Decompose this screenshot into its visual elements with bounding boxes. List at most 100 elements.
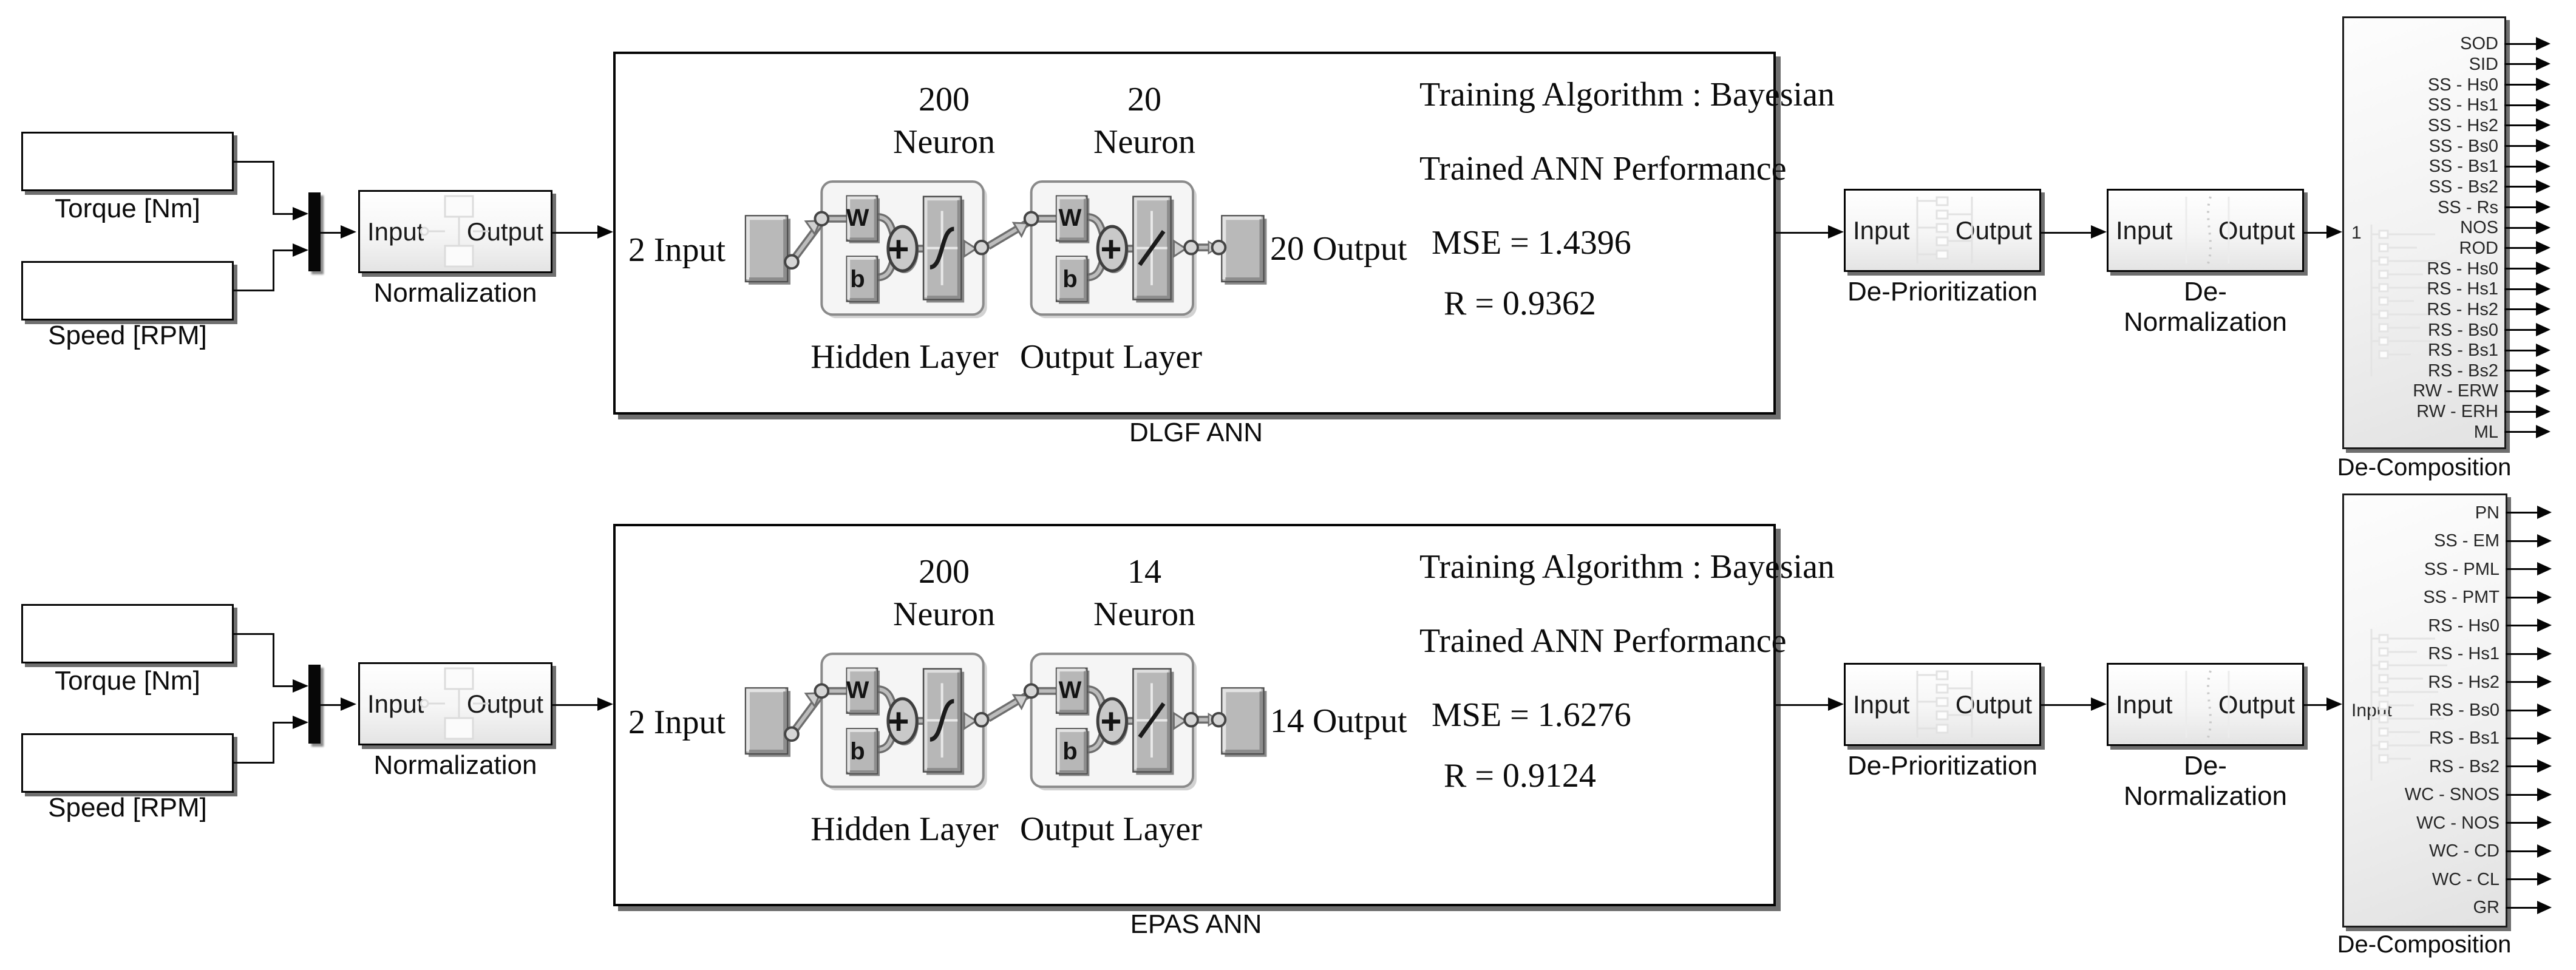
output-neuron-count: 14 — [1127, 553, 1161, 591]
wire-arrowhead-icon — [597, 697, 613, 711]
decomposition-port-label: RS - Bs1 — [2428, 728, 2500, 748]
signal-wire[interactable] — [2041, 704, 2092, 706]
wire-arrowhead-icon — [597, 225, 613, 239]
output-port-arrow-icon — [2504, 384, 2551, 398]
signal-wire[interactable] — [234, 161, 274, 163]
signal-wire[interactable] — [273, 685, 293, 687]
signal-wire[interactable] — [273, 722, 274, 764]
output-port-arrow-icon — [2506, 872, 2552, 886]
hidden-neuron-word: Neuron — [893, 123, 995, 161]
decomposition-port-row: RS - Hs2 — [2344, 668, 2552, 696]
input-port-label: Input — [2116, 215, 2173, 245]
decomposition-port-label: SS - Bs1 — [2428, 157, 2498, 177]
signal-wire[interactable] — [273, 161, 274, 215]
wire-arrowhead-icon — [1828, 225, 1844, 239]
input-port-label: Input — [1853, 690, 1910, 719]
decomposition-port-label: SS - EM — [2434, 531, 2500, 551]
mux-block[interactable] — [308, 665, 321, 744]
signal-wire[interactable] — [321, 704, 342, 706]
denormalization-block[interactable]: Input Output — [2107, 663, 2304, 746]
decomposition-port-label: RS - Hs1 — [2427, 279, 2498, 299]
deprioritization-block[interactable]: Input Output — [1844, 189, 2041, 272]
output-port-arrow-icon — [2506, 759, 2552, 773]
decomposition-port-row: SS - Rs — [2344, 197, 2551, 218]
decomposition-port-label: NOS — [2460, 218, 2498, 238]
normalization-block[interactable]: Input Output — [358, 190, 552, 273]
output-port-arrow-icon — [2506, 534, 2552, 548]
signal-wire[interactable] — [1775, 704, 1829, 706]
speed-block-label[interactable]: Speed [RPM] — [48, 321, 207, 350]
output-port-arrow-icon — [2506, 900, 2552, 914]
output-port-arrow-icon — [2506, 562, 2552, 576]
torque-source-block[interactable] — [21, 132, 234, 191]
output-port-arrow-icon — [2504, 302, 2551, 316]
output-port-arrow-icon — [2504, 118, 2551, 132]
ann-subsystem-block[interactable] — [613, 52, 1776, 415]
torque-source-block[interactable] — [21, 604, 234, 663]
signal-wire[interactable] — [273, 633, 274, 687]
signal-wire[interactable] — [273, 213, 293, 215]
speed-source-block[interactable] — [21, 733, 234, 793]
signal-wire[interactable] — [234, 633, 274, 635]
denormalization-block-label[interactable]: De-Normalization — [2124, 277, 2287, 337]
output-port-arrow-icon — [2506, 703, 2552, 717]
normalization-block-label[interactable]: Normalization — [373, 278, 537, 308]
decomposition-port-row: RS - Bs0 — [2344, 320, 2551, 341]
hidden-sum-icon: + — [888, 228, 909, 270]
signal-wire[interactable] — [552, 704, 599, 706]
decomposition-block[interactable]: Input PN SS - EM SS - PML SS - PMT RS - … — [2342, 493, 2552, 928]
ann-block-label[interactable]: DLGF ANN — [1129, 418, 1263, 447]
output-port-arrow-icon — [2504, 200, 2551, 214]
torque-block-label[interactable]: Torque [Nm] — [55, 666, 200, 696]
deprioritization-block[interactable]: Input Output — [1844, 663, 2041, 746]
mux-block[interactable] — [308, 192, 321, 271]
signal-wire[interactable] — [2304, 232, 2328, 234]
ann-block-label[interactable]: EPAS ANN — [1130, 909, 1262, 939]
output-port-arrow-icon — [2504, 78, 2551, 92]
decomposition-port-label: RS - Bs0 — [2427, 320, 2498, 340]
decomposition-port-label: WC - CD — [2429, 841, 2500, 861]
decomposition-port-row: NOS — [2344, 218, 2551, 239]
hidden-neuron-word: Neuron — [893, 595, 995, 633]
output-port-arrow-icon — [2506, 590, 2552, 604]
signal-wire[interactable] — [2041, 232, 2092, 234]
output-port-arrow-icon — [2504, 159, 2551, 173]
signal-wire[interactable] — [1776, 232, 1829, 234]
signal-wire[interactable] — [2304, 704, 2328, 706]
decomposition-port-label: RS - Hs1 — [2428, 644, 2500, 664]
deprioritization-block-label[interactable]: De-Prioritization — [1847, 277, 2037, 307]
speed-source-block[interactable] — [21, 261, 234, 321]
signal-wire[interactable] — [552, 232, 599, 234]
signal-wire[interactable] — [234, 290, 274, 291]
decomposition-port-label: WC - CL — [2432, 869, 2500, 889]
normalization-block[interactable]: Input Output — [358, 662, 552, 745]
wire-arrowhead-icon — [2326, 697, 2342, 711]
decomposition-input-port-label: 1 — [2351, 222, 2362, 243]
signal-wire[interactable] — [234, 762, 274, 764]
torque-block-label[interactable]: Torque [Nm] — [55, 194, 200, 223]
decomposition-block-label[interactable]: De-Composition — [2337, 454, 2512, 481]
wire-arrowhead-icon — [293, 243, 308, 257]
decomposition-port-row: RS - Hs1 — [2344, 279, 2551, 300]
hidden-layer-label: Hidden Layer — [811, 810, 999, 848]
signal-wire[interactable] — [273, 722, 293, 724]
output-port-label: Output — [2218, 215, 2295, 245]
signal-wire[interactable] — [321, 232, 342, 234]
decomposition-port-row: RW - ERH — [2344, 402, 2551, 422]
deprioritization-block-label[interactable]: De-Prioritization — [1847, 751, 2037, 781]
normalization-block-label[interactable]: Normalization — [373, 750, 537, 780]
decomposition-port-row: SOD — [2344, 34, 2551, 55]
denormalization-block[interactable]: Input Output — [2107, 189, 2304, 272]
ann-output-count: 14 Output — [1270, 702, 1407, 740]
speed-block-label[interactable]: Speed [RPM] — [48, 793, 207, 822]
output-layer-label: Output Layer — [1019, 810, 1203, 848]
signal-wire[interactable] — [273, 249, 293, 251]
signal-wire[interactable] — [273, 250, 274, 291]
decomposition-port-label: SS - Bs2 — [2428, 177, 2498, 197]
decomposition-port-row: SS - Bs2 — [2344, 177, 2551, 198]
decomposition-block-label[interactable]: De-Composition — [2337, 931, 2512, 958]
decomposition-block[interactable]: 1 SOD SID SS - Hs0 SS - Hs1 SS - Hs2 — [2342, 16, 2551, 449]
denormalization-block-label[interactable]: De-Normalization — [2124, 751, 2287, 811]
ann-subsystem-block[interactable] — [613, 524, 1776, 906]
decomposition-port-label: RS - Hs0 — [2427, 259, 2498, 279]
